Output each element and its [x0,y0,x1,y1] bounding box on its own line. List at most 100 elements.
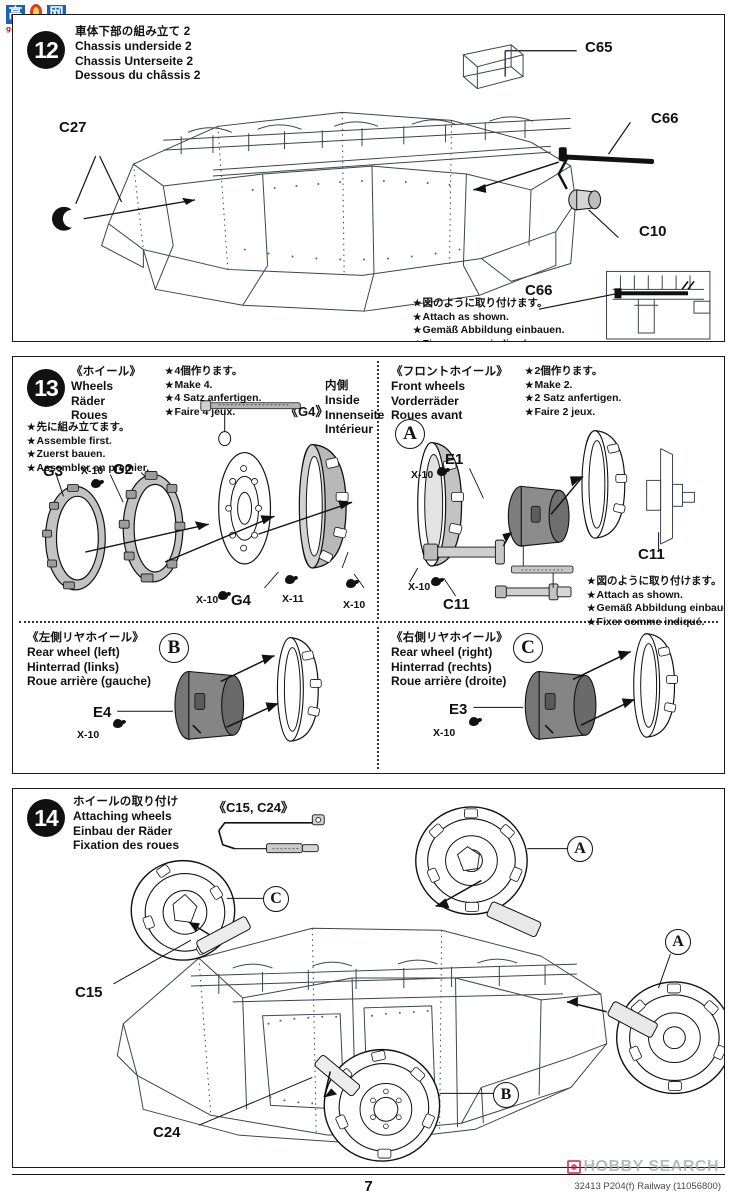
step-13-qty-de: 4 Satz anfertigen. [165,392,262,406]
step-12-note-en: Attach as shown. [413,311,564,325]
paint-blob-e3 [469,717,479,726]
part-label-c11-b: C11 [638,546,665,563]
subpanel-c-title: 《右側リヤホイール》 Rear wheel (right) Hinterrad … [391,631,508,689]
step-13-number: 13 [27,369,65,407]
step-13-assemble-first-notes: 先に組み立てます。 Assemble first. Zuerst bauen. … [27,421,150,476]
inside-label-en: Inside [325,393,360,408]
footer-rule [12,1174,725,1175]
part-label-c27: C27 [59,119,87,136]
step-13-qty-en: Make 4. [165,379,261,393]
paint-label-x10-e3: X-10 [433,727,456,739]
step-13-first-fr: Assembler en premier. [27,462,150,476]
part-label-c11-a: C11 [443,596,470,613]
wheel-marker-a-upper: A [567,836,593,862]
part-label-c65: C65 [585,39,613,56]
step-13-first-de: Zuerst bauen. [27,448,149,462]
step-13-title-de: Räder [71,393,106,408]
paint-blob-c11 [431,577,441,586]
inside-label-jp: 内側 [325,380,349,392]
step-14-title-jp: ホイールの取り付け [73,796,179,808]
part-label-c24: C24 [153,1124,181,1141]
paint-blob-e4 [113,719,123,728]
step-14-panel: 14 ホイールの取り付け Attaching wheels Einbau der… [12,788,725,1168]
step-13-title-jp: 《ホイール》 [71,366,142,378]
subpanel-b-title-jp: 《左側リヤホイール》 [27,632,144,644]
paint-label-x10-c11: X-10 [408,581,431,593]
wheel-marker-c: C [263,886,289,912]
part-label-g3: G3 [43,463,64,480]
step-14-title: ホイールの取り付け Attaching wheels Einbau der Rä… [73,795,179,853]
subpanel-c-title-fr: Roue arrière (droite) [391,674,507,689]
parts-callout-c15-c24: 《C15, C24》 [213,800,294,815]
kit-code: 32413 P204(f) Railway (11056800) [574,1181,721,1192]
paint-label-x10-c: X-10 [343,599,366,611]
step-13-panel: 13 《ホイール》 Wheels Räder Roues 4個作ります。 Mak… [12,356,725,774]
page-number: 7 [364,1178,373,1195]
step-12-number: 12 [27,31,65,69]
step-12-notes: 図のように取り付けます。 Attach as shown. Gemäß Abbi… [413,297,565,341]
step-13-title: 《ホイール》 Wheels Räder Roues [71,365,141,423]
step-13-qty-jp: 4個作ります。 [165,365,261,379]
step-14-title-de: Einbau der Räder [73,823,173,838]
part-label-g4: G4 [231,592,252,609]
step-12-title-jp: 車体下部の組み立て 2 [75,26,191,38]
inside-label-fr: Intérieur [325,422,374,437]
step-13-title-fr: Roues [71,408,108,423]
subpanel-c-title-jp: 《右側リヤホイール》 [391,632,508,644]
subpanel-c-title-de: Hinterrad (rechts) [391,659,492,674]
subpanel-a-qty-en: Make 2. [525,379,621,393]
step-13-lower-vertical-divider [377,627,379,769]
step-14-title-fr: Fixation des roues [73,838,180,853]
step-13-vertical-divider [377,361,379,619]
paint-label-x10-e1: X-10 [411,469,434,481]
step-13-first-jp: 先に組み立てます。 [27,421,149,435]
step-12-title-fr: Dessous du châssis 2 [75,68,201,83]
paint-label-x10-b: X-10 [196,594,219,606]
subpanel-b-title-de: Hinterrad (links) [27,659,120,674]
part-label-c10: C10 [639,223,667,240]
step-12-title-de: Chassis Unterseite 2 [75,53,194,68]
step-12-title-en: Chassis underside 2 [75,39,192,54]
subpanel-a-qty-fr: Faire 2 jeux. [525,406,621,420]
subpanel-c-title-en: Rear wheel (right) [391,645,493,660]
step-12-note-fr: Fixer comme indiqué. [413,338,564,341]
step-12-panel: 12 車体下部の組み立て 2 Chassis underside 2 Chass… [12,14,725,342]
paint-blob-e1 [437,467,447,476]
subpanel-b-title-en: Rear wheel (left) [27,645,120,660]
subassembly-marker-b: B [159,633,189,663]
subpanel-a-title-jp: 《フロントホイール》 [391,366,508,378]
subpanel-a-note-jp: 図のように取り付けます。 [587,575,724,589]
part-label-c15: C15 [75,984,103,1001]
subpanel-a-notes: 図のように取り付けます。 Attach as shown. Gemäß Abbi… [587,575,724,630]
subpanel-b-title: 《左側リヤホイール》 Rear wheel (left) Hinterrad (… [27,631,151,689]
part-label-c66-lower: C66 [525,282,553,299]
step-14-title-en: Attaching wheels [73,809,172,824]
step-12-note-jp: 図のように取り付けます。 [413,297,564,311]
subpanel-a-title-fr: Roues avant [391,408,463,423]
inside-label-de: Innenseite [325,407,385,422]
subpanel-a-qty-de: 2 Satz anfertigen. [525,392,622,406]
part-label-e3: E3 [449,701,468,718]
paint-label-x10-e4: X-10 [77,729,100,741]
paint-label-x11: X-11 [282,593,304,605]
step-13-first-en: Assemble first. [27,435,149,449]
part-label-g2: G2 [113,461,134,478]
paint-blob-c [285,575,295,584]
paint-blob-d [346,579,356,588]
step-12-title: 車体下部の組み立て 2 Chassis underside 2 Chassis … [75,25,200,83]
step-13-horizontal-divider [19,621,718,623]
subpanel-a-title-en: Front wheels [391,379,466,394]
wheel-marker-b: B [493,1082,519,1108]
step-13-qty-fr: Faire 4 jeux. [165,406,261,420]
subpanel-a-note-de: Gemäß Abbildung einbauen. [587,602,724,616]
wheel-marker-a-lower: A [665,929,691,955]
subpanel-b-title-fr: Roue arrière (gauche) [27,674,152,689]
subassembly-marker-c: C [513,633,543,663]
part-label-e1: E1 [445,451,464,468]
step-12-note-de: Gemäß Abbildung einbauen. [413,324,565,338]
subpanel-a-note-en: Attach as shown. [587,589,724,603]
subpanel-a-qty-jp: 2個作ります。 [525,365,621,379]
part-label-c66-upper: C66 [651,110,679,127]
subpanel-a-quantity-notes: 2個作ります。 Make 2. 2 Satz anfertigen. Faire… [525,365,622,420]
